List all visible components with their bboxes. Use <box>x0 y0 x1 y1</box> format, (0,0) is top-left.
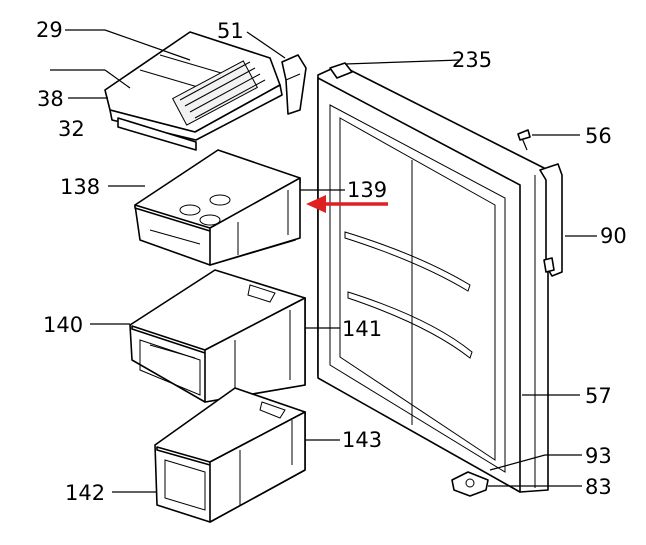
label-90: 90 <box>600 224 627 248</box>
pointer-arrow <box>306 195 388 213</box>
label-38: 38 <box>37 87 64 111</box>
label-139: 139 <box>347 178 387 202</box>
cover-handle <box>281 54 307 115</box>
label-51: 51 <box>217 19 244 43</box>
label-235: 235 <box>452 48 492 72</box>
label-142: 142 <box>65 481 105 505</box>
part-labels: 29 51 235 38 32 56 138 139 90 140 141 57… <box>36 18 627 505</box>
door-hinge-bracket <box>539 163 563 277</box>
crisper-cover-assembly <box>104 31 283 151</box>
bottom-hinge <box>451 471 489 497</box>
label-93: 93 <box>585 444 612 468</box>
label-143: 143 <box>342 428 382 452</box>
label-57: 57 <box>585 384 612 408</box>
label-56: 56 <box>585 124 612 148</box>
label-29: 29 <box>36 18 63 42</box>
label-140: 140 <box>43 313 83 337</box>
label-141: 141 <box>342 317 382 341</box>
crisper-drawer-lower <box>154 387 306 523</box>
screw <box>517 129 531 151</box>
crisper-drawer-upper <box>134 149 301 266</box>
label-138: 138 <box>60 175 100 199</box>
refrigerator-door <box>317 62 549 493</box>
crisper-drawer-middle <box>129 269 306 403</box>
label-83: 83 <box>585 475 612 499</box>
label-32: 32 <box>58 117 85 141</box>
leader-lines <box>50 29 597 493</box>
